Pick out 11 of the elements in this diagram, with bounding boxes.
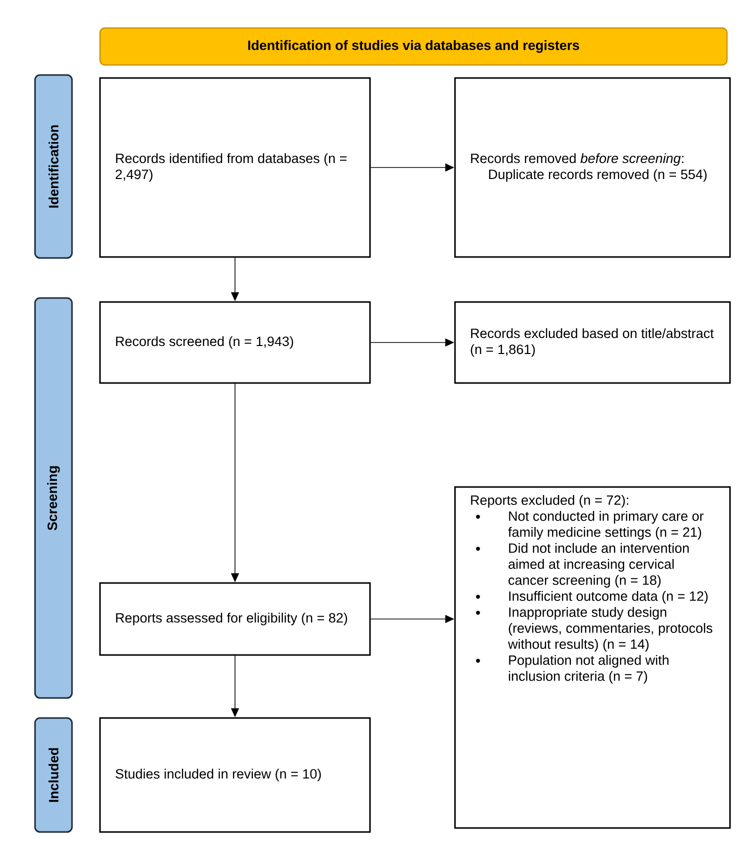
phase-label: Included <box>34 717 73 833</box>
phase-label: Screening <box>34 297 73 699</box>
section-header: Identification of studies via databases and registers <box>99 27 728 66</box>
process-box: Reports assessed for eligibility (n = 82) <box>99 582 371 656</box>
process-box: Studies included in review (n = 10) <box>99 717 371 833</box>
exclusion-box: Reports excluded (n = 72): Not conducted in primary care or family medicine settings (n = 21) Did not include an intervention aimed at increasing cervical cancer screening (n = 18) Insufficient outcome data (n = 12) Inappropriate study design (reviews, commentaries, protocols without results) (n = 14) Population not aligned with inclusion criteria (n = 7) <box>454 486 731 829</box>
process-box: Records identified from databases (n = 2,497) <box>99 77 371 258</box>
process-box: Records screened (n = 1,943) <box>99 301 371 384</box>
phase-label: Identification <box>34 74 73 259</box>
process-box: Records excluded based on title/abstract (n = 1,861) <box>454 301 731 384</box>
process-box: Records removed before screening: Duplicate records removed (n = 554) <box>454 77 731 258</box>
